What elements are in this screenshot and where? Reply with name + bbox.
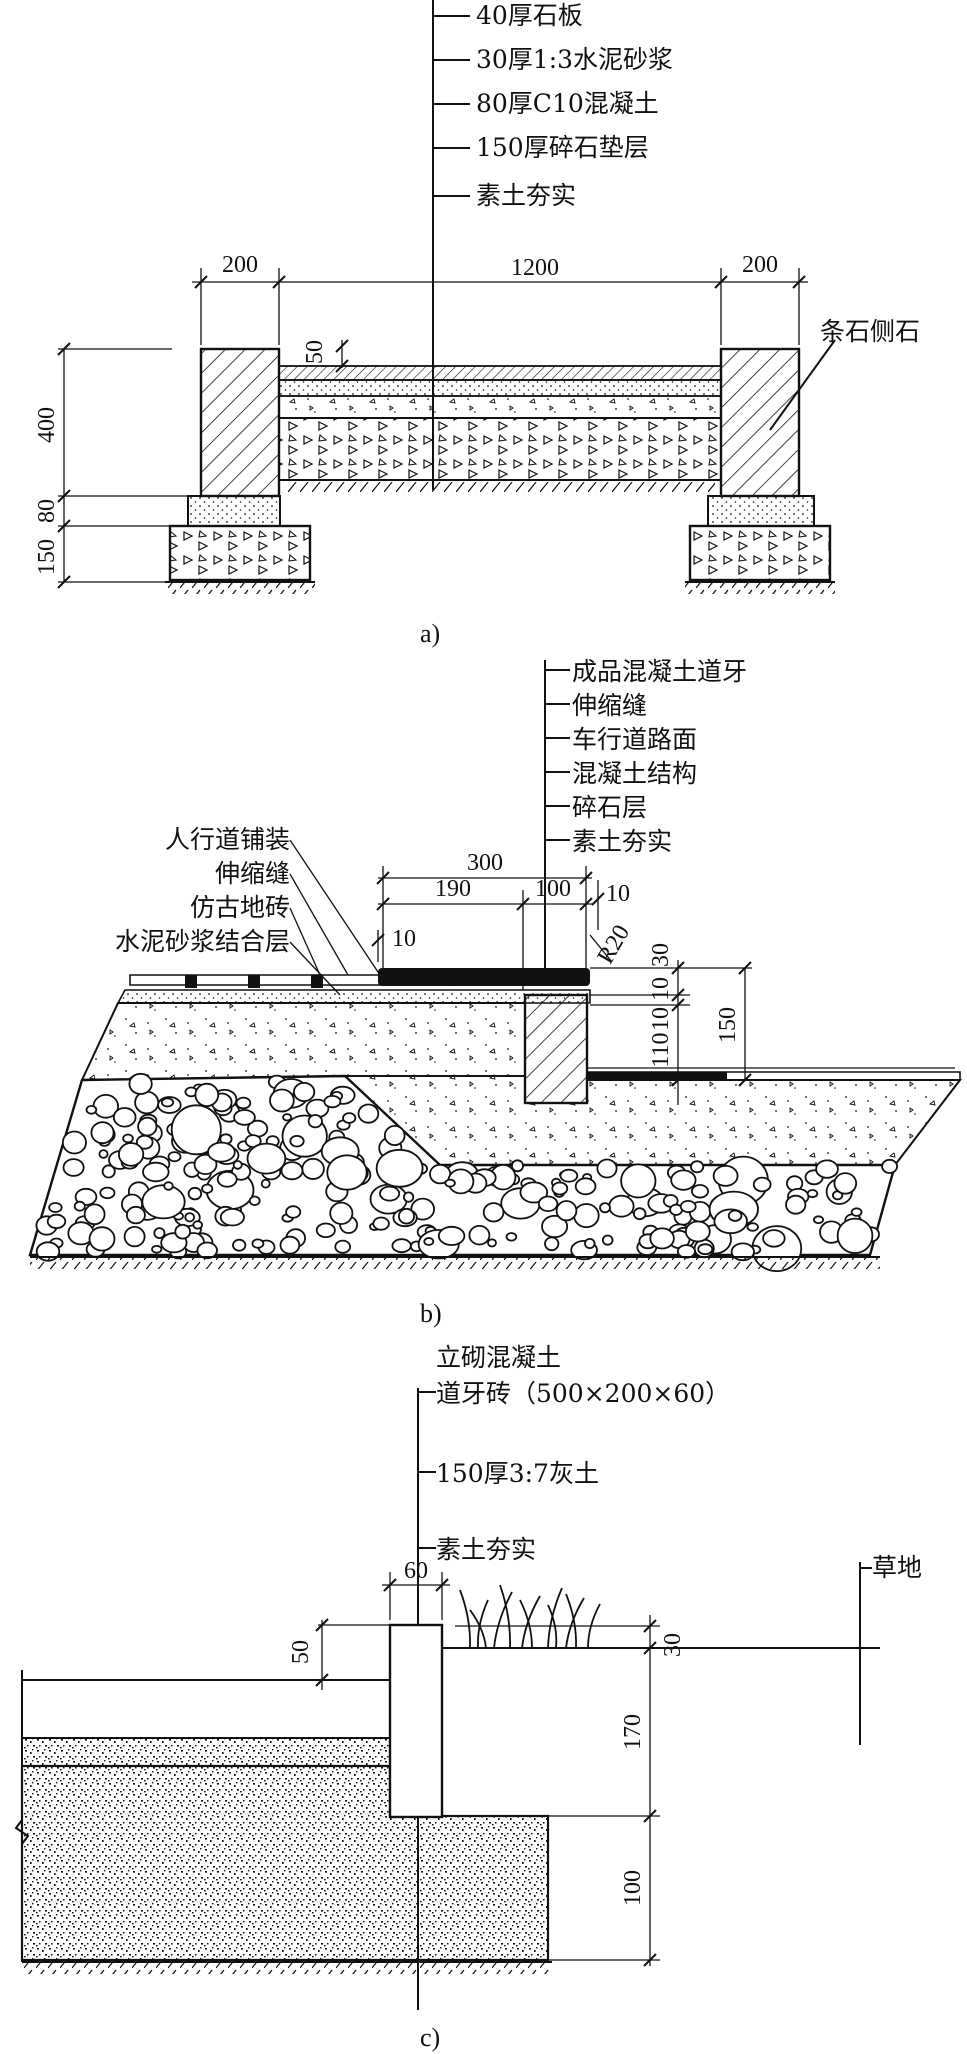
a-mortar-layer (278, 379, 722, 397)
c-break-line (14, 1670, 30, 1962)
b-right-label-4: 混凝土结构 (572, 759, 697, 788)
b-right-dimensions (590, 960, 752, 1105)
a-left-ground (165, 582, 315, 594)
b-right-label-2: 伸缩缝 (572, 691, 647, 720)
b-right-label-6: 素土夯实 (572, 827, 672, 856)
b-right-label-3: 车行道路面 (572, 725, 697, 754)
a-side-label: 条石侧石 (820, 317, 920, 346)
b-road-expansion-joint (587, 1072, 727, 1080)
a-label-ticks (433, 15, 470, 197)
a-side-leader (769, 339, 836, 431)
c-lime-soil-layer (20, 1764, 550, 1962)
a-left-mortar-base (187, 495, 281, 527)
a-width-dimension (192, 268, 808, 345)
a-left-gravel-base (168, 524, 312, 582)
c-mortar-bed (21, 1737, 391, 1767)
a-label-4: 150厚碎石垫层 (476, 133, 649, 162)
b-sidewalk-concrete (80, 1002, 526, 1082)
a-gravel-layer (278, 417, 722, 481)
c-label-ticks (418, 1391, 436, 1549)
a-concrete-layer (278, 395, 722, 419)
b-right-label-1: 成品混凝土道牙 (572, 657, 747, 686)
c-label-base: 素土夯实 (436, 1535, 536, 1564)
b-ground-hatch (30, 1257, 880, 1269)
c-curb-brick (388, 1623, 444, 1819)
a-label-5: 素土夯实 (476, 181, 576, 210)
c-dim-30: 30 (660, 1633, 686, 1657)
b-right-label-5: 碎石层 (572, 793, 647, 822)
b-left-label-1: 人行道铺装 (165, 825, 290, 854)
c-label-grass: 草地 (872, 1553, 922, 1582)
c-ground-hatch (22, 1962, 552, 1974)
detail-b: 成品混凝土道牙 伸缩缝 车行道路面 混凝土结构 碎石层 素土夯实 人行道铺装 伸… (28, 657, 963, 1328)
a-dim-400: 400 (34, 407, 60, 443)
a-caption: a) (420, 619, 440, 648)
a-height-dimensions (57, 342, 188, 589)
a-right-ground (685, 582, 835, 594)
a-ground-hatch-center (285, 482, 715, 494)
c-label-soil: 150厚3:7灰土 (436, 1459, 599, 1488)
b-dim-100: 100 (535, 876, 571, 902)
b-left-leaders (289, 839, 381, 996)
a-dim-left: 200 (222, 252, 258, 278)
a-right-gravel-base (688, 524, 832, 582)
a-dim-right: 200 (742, 252, 778, 278)
b-road-concrete-structure (337, 1075, 963, 1166)
c-dim-50: 50 (288, 1640, 314, 1664)
a-right-curb-stone (719, 347, 801, 498)
c-caption: c) (420, 2023, 440, 2052)
a-dim-50-mark (335, 339, 349, 373)
b-dim-300: 300 (467, 850, 503, 876)
c-label-curb-line1: 立砌混凝土 (436, 1343, 561, 1372)
b-left-label-4: 水泥砂浆结合层 (115, 927, 290, 956)
b-top-dimensions (371, 866, 613, 990)
a-dim-center: 1200 (511, 255, 559, 281)
a-dim-80: 80 (34, 499, 60, 523)
a-right-mortar-base (707, 495, 815, 527)
c-dim-170: 170 (620, 1714, 646, 1750)
b-dim-30: 30 (648, 943, 674, 967)
c-dim-100: 100 (620, 1870, 646, 1906)
b-dim-10-10: 10 10 (648, 977, 674, 1031)
c-dim-60: 60 (404, 1558, 428, 1584)
c-right-dimensions (548, 1615, 660, 1967)
b-dim-150: 150 (715, 1007, 741, 1043)
a-label-3: 80厚C10混凝土 (476, 89, 659, 118)
a-label-1: 40厚石板 (476, 1, 583, 30)
b-dim-r20: R20 (593, 921, 636, 969)
c-left-dim-50-mark (315, 1618, 396, 1690)
a-stone-slab-layer (278, 365, 722, 381)
b-dim-190: 190 (435, 876, 471, 902)
b-mortar-bed (116, 989, 591, 1004)
c-paving-slab (21, 1679, 391, 1739)
b-paving-joints (185, 975, 323, 988)
b-left-label-2: 伸缩缝 (215, 859, 290, 888)
c-grass-tufts (459, 1584, 601, 1649)
detail-c: 立砌混凝土 道牙砖（500×200×60） 150厚3:7灰土 素土夯实 60 … (14, 1343, 922, 2052)
b-dim-10a: 10 (606, 881, 630, 907)
b-caption: b) (420, 1299, 442, 1328)
b-gravel-layer (28, 1072, 898, 1272)
b-right-label-ticks (545, 669, 570, 841)
b-dim-10b: 10 (392, 926, 416, 952)
detail-a: 40厚石板 30厚1:3水泥砂浆 80厚C10混凝土 150厚碎石垫层 素土夯实… (34, 0, 920, 648)
b-dim-110: 110 (648, 1032, 674, 1067)
a-left-curb-stone (199, 347, 281, 498)
a-label-2: 30厚1:3水泥砂浆 (476, 45, 673, 74)
c-label-curb-line2: 道牙砖（500×200×60） (436, 1379, 730, 1408)
b-left-label-3: 仿古地砖 (190, 893, 290, 922)
a-dim-50: 50 (302, 340, 328, 364)
b-concrete-curb (523, 993, 589, 1105)
b-antique-tile (378, 968, 590, 986)
a-dim-150: 150 (34, 539, 60, 575)
c-dim-60-mark (382, 1572, 450, 1620)
